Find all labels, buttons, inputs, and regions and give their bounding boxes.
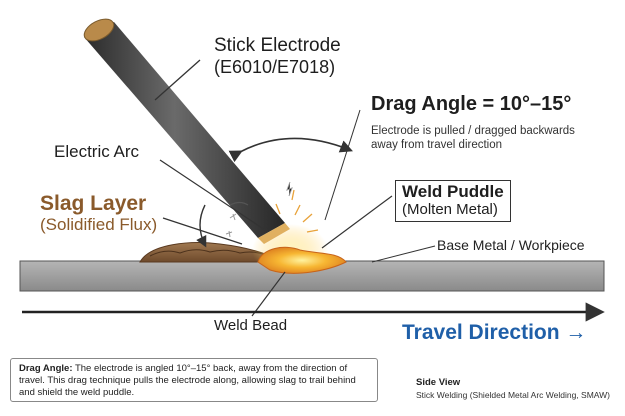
stick-electrode xyxy=(83,18,290,244)
weld-puddle-title: Weld Puddle xyxy=(402,182,504,201)
drag-angle-title: Drag Angle = 10°–15° xyxy=(371,93,572,115)
weld-puddle-subtitle: (Molten Metal) xyxy=(402,200,498,218)
weld-puddle xyxy=(257,246,347,274)
drag-angle-description: Electrode is pulled / dragged backwards … xyxy=(371,125,575,151)
electrode-subtitle: (E6010/E7018) xyxy=(214,57,336,77)
weld-bead-label: Weld Bead xyxy=(214,317,288,334)
drag-angle-info-box: Drag Angle: The electrode is angled 10°–… xyxy=(10,358,378,402)
side-view-subtitle: Stick Welding (Shielded Metal Arc Weldin… xyxy=(416,390,610,400)
sparks xyxy=(275,189,319,233)
slag-layer-title: Slag Layer xyxy=(40,192,147,215)
electrode-title: Stick Electrode xyxy=(214,35,341,56)
base-metal-label: Base Metal / Workpiece xyxy=(437,237,585,253)
electric-arc-label: Electric Arc xyxy=(54,142,140,161)
info-lead: Drag Angle: xyxy=(19,363,73,374)
travel-direction-label: Travel Direction → xyxy=(402,321,587,344)
side-view-title: Side View xyxy=(416,377,461,388)
weld-puddle-callout: Weld Puddle (Molten Metal) xyxy=(395,180,511,223)
slag-layer-subtitle: (Solidified Flux) xyxy=(40,215,158,234)
info-text: The electrode is angled 10°–15° back, aw… xyxy=(19,363,356,398)
drag-angle-arc xyxy=(228,137,353,163)
